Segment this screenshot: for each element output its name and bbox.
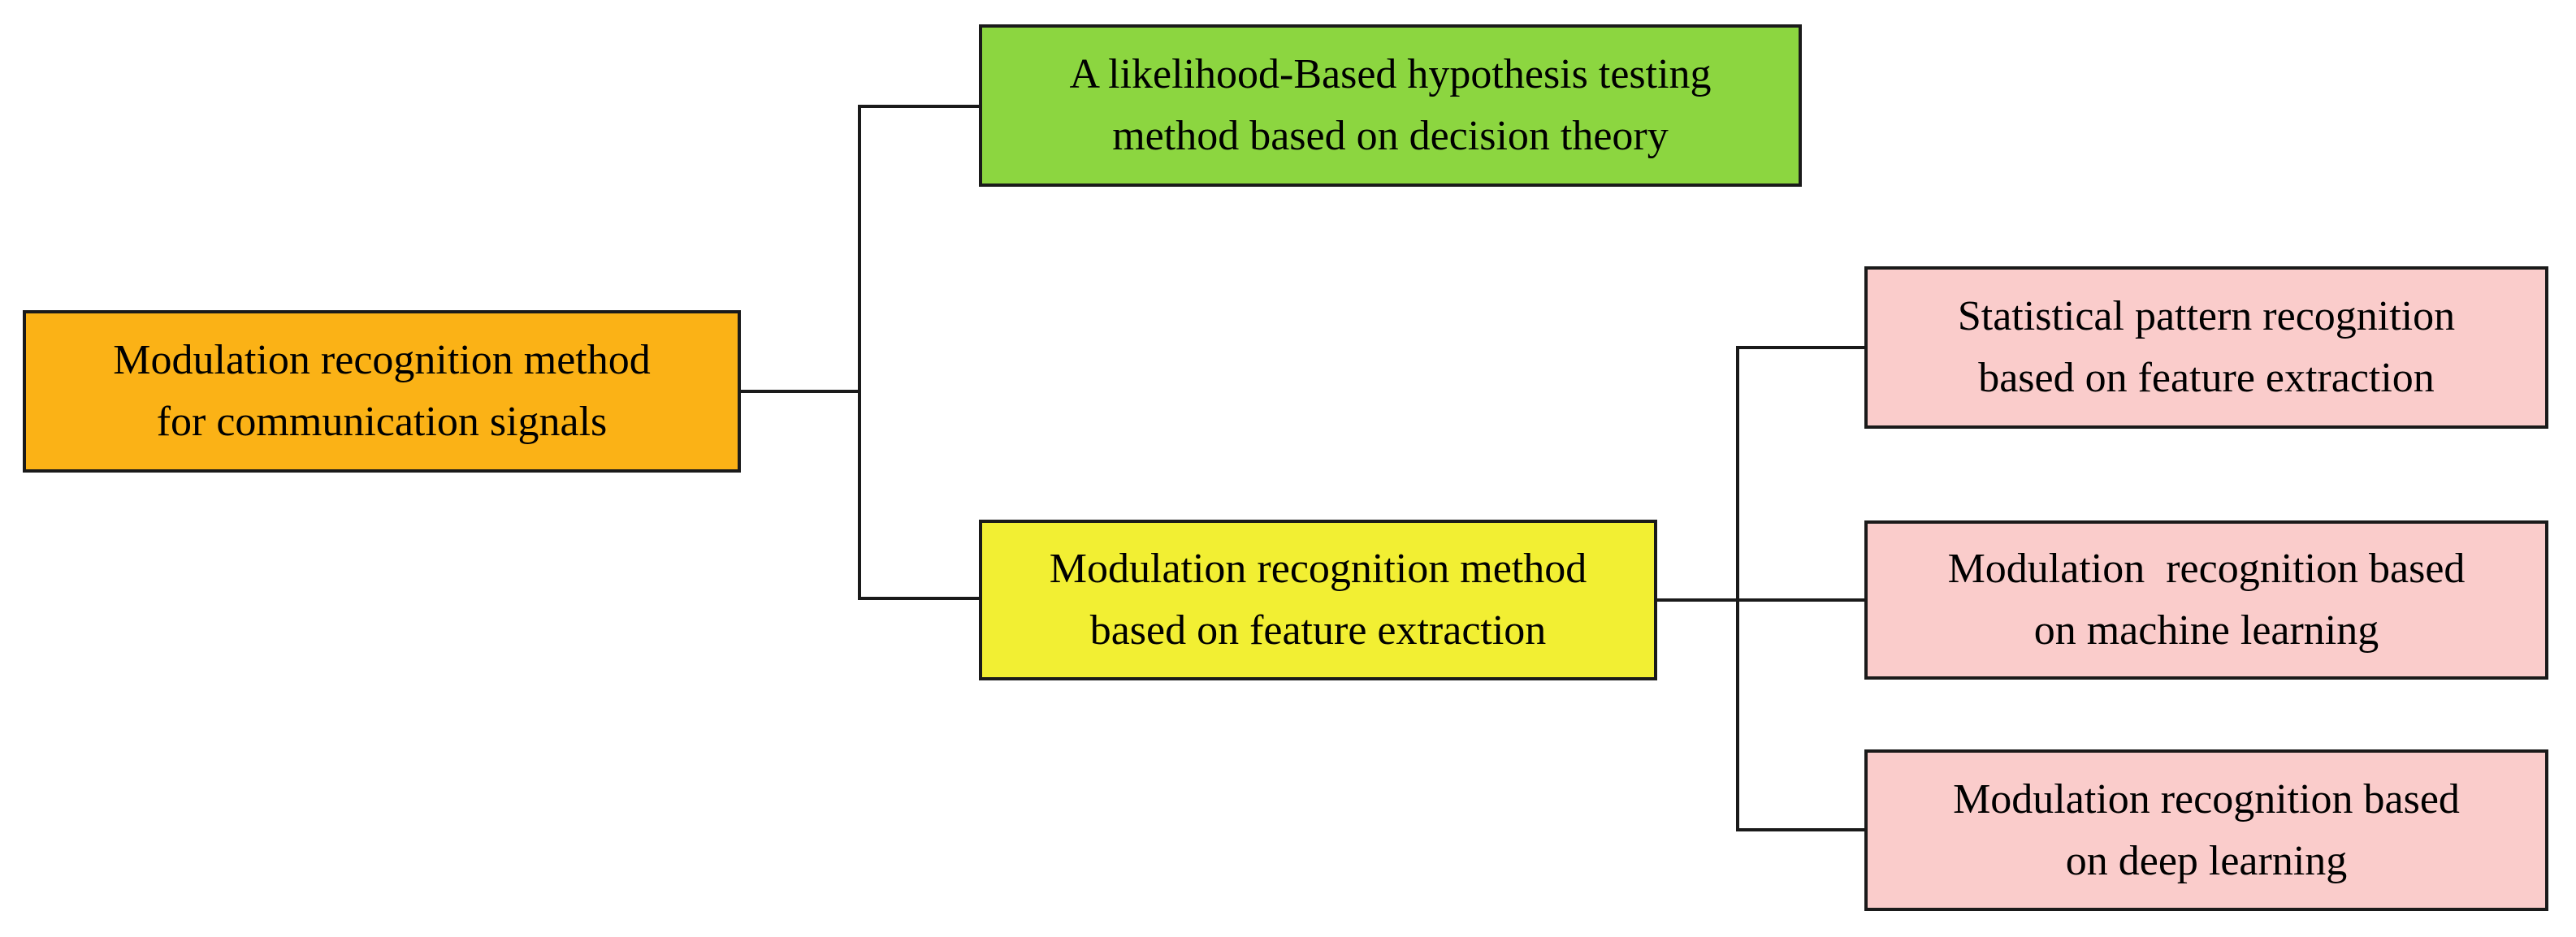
node-text-line: A likelihood-Based hypothesis testing: [1069, 51, 1712, 97]
node-likelihood-hypothesis-testing: A likelihood-Based hypothesis testing me…: [979, 24, 1802, 187]
node-machine-learning-recognition: Modulation recognition based on machine …: [1864, 520, 2548, 680]
node-text-line: on deep learning: [2065, 837, 2348, 884]
node-text-line: based on feature extraction: [1089, 607, 1547, 654]
node-statistical-pattern-recognition: Statistical pattern recognition based on…: [1864, 266, 2548, 429]
connector-to-feature: [858, 597, 979, 600]
connector-feature-trunk: [1657, 598, 1864, 602]
connector-trunk-vertical-2: [1736, 346, 1739, 831]
node-root-modulation-recognition: Modulation recognition method for commun…: [23, 310, 741, 473]
node-feature-extraction-method: Modulation recognition method based on f…: [979, 520, 1657, 680]
node-text-line: for communication signals: [156, 399, 608, 445]
node-text-line: Modulation recognition based: [1953, 775, 2460, 823]
connector-to-likelihood: [858, 105, 979, 108]
node-text-line: on machine learning: [2033, 607, 2379, 654]
node-text-line: method based on decision theory: [1112, 113, 1669, 159]
node-text-line: Modulation recognition method: [113, 337, 651, 383]
connector-root-trunk: [741, 390, 861, 393]
connector-trunk-vertical-1: [858, 105, 861, 600]
node-text-line: Modulation recognition method: [1049, 546, 1587, 592]
connector-to-deep: [1736, 828, 1864, 831]
node-text-line: based on feature extraction: [1978, 355, 2435, 401]
node-deep-learning-recognition: Modulation recognition based on deep lea…: [1864, 749, 2548, 911]
connector-to-statistical: [1736, 346, 1864, 349]
node-text-line: Statistical pattern recognition: [1957, 293, 2456, 339]
node-text-line: Modulation recognition based: [1947, 546, 2466, 592]
